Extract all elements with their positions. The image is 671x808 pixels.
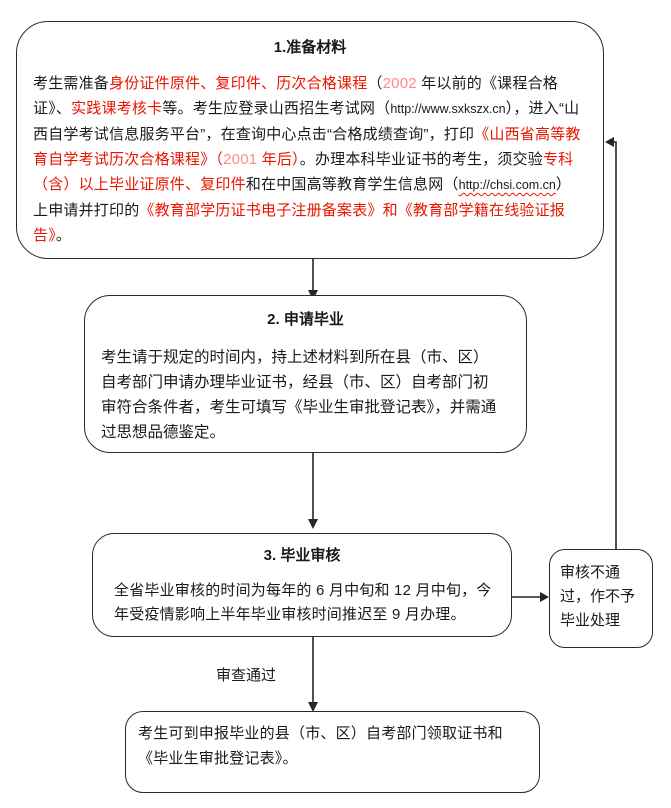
step1-box: 1.准备材料 考生需准备身份证件原件、复印件、历次合格课程（2002 年以前的《… (16, 21, 604, 259)
step3-box: 3. 毕业审核 全省毕业审核的时间为每年的 6 月中旬和 12 月中旬，今年受疫… (92, 533, 512, 637)
text-segment: 年以前的《课程合格证》、 (33, 75, 558, 117)
text-segment: 2001 (223, 151, 258, 168)
text-segment: 身份证件原件、复印件、历次合格课程 (109, 75, 368, 92)
reject-text-line: 毕业处理 (560, 612, 621, 629)
pass-label: 审查通过 (216, 667, 277, 684)
text-segment: 。 (55, 227, 72, 244)
text-segment: http://www.sxkszx.cn (390, 102, 506, 116)
text-segment: ）上申请并打印的 (33, 176, 572, 219)
text-segment: 2002 (382, 75, 417, 92)
text-segment: http://chsi.com.cn (458, 178, 556, 192)
step2-box: 2. 申请毕业 考生请于规定的时间内，持上述材料到所在县（市、区）自考部门申请办… (84, 295, 527, 453)
arrow-reject-to-step1 (605, 137, 617, 549)
text-segment: （ (367, 75, 383, 92)
arrow-step2-to-step3 (308, 453, 318, 529)
text-segment: 考生需准备 (33, 75, 110, 92)
reject-box: 审核不通过，作不予毕业处理 (549, 549, 653, 648)
text-segment: 和在中国高等教育学生信息网（ (245, 176, 459, 193)
arrow-step1-to-step2 (308, 259, 318, 300)
step3-title: 3. 毕业审核 (263, 547, 341, 564)
step3-body: 全省毕业审核的时间为每年的 6 月中旬和 12 月中旬，今年受疫情影响上半年毕业… (114, 582, 492, 623)
text-segment: ），进入“山西自学考试信息服务平台”，在查询中心点击“合格成绩查询”，打印 (33, 100, 580, 143)
step1-body: 考生需准备身份证件原件、复印件、历次合格课程（2002 年以前的《课程合格证》、… (17, 71, 603, 248)
arrow-step3-to-final (308, 637, 318, 712)
reject-text-line: 审核不通 (560, 564, 621, 581)
step1-title: 1.准备材料 (273, 39, 347, 56)
text-segment: 《教育部学历证书电子注册备案表》和《教育部学籍在线验证报告》 (33, 202, 566, 244)
text-segment: 。办理本科毕业证书的考生，须交验 (299, 151, 543, 168)
step2-title: 2. 申请毕业 (267, 311, 344, 328)
text-segment: 年后） (257, 151, 300, 168)
reject-text-line: 过，作不予 (560, 588, 636, 605)
final-body: 考生可到申报毕业的县（市、区）自考部门领取证书和《毕业生审批登记表》。 (138, 725, 503, 767)
arrow-step3-to-reject (512, 592, 549, 602)
step2-body: 考生请于规定的时间内，持上述材料到所在县（市、区）自考部门申请办理毕业证书，经县… (101, 349, 497, 441)
text-segment: 专科（含）以上毕业证原件、复印件 (33, 151, 574, 193)
text-segment: 实践课考核卡 (71, 100, 163, 117)
final-box: 考生可到申报毕业的县（市、区）自考部门领取证书和《毕业生审批登记表》。 (125, 711, 540, 793)
text-segment: 等。考生应登录山西招生考试网（ (162, 100, 391, 117)
text-segment: 《山西省高等教育自学考试历次合格课程》（ (33, 126, 581, 168)
